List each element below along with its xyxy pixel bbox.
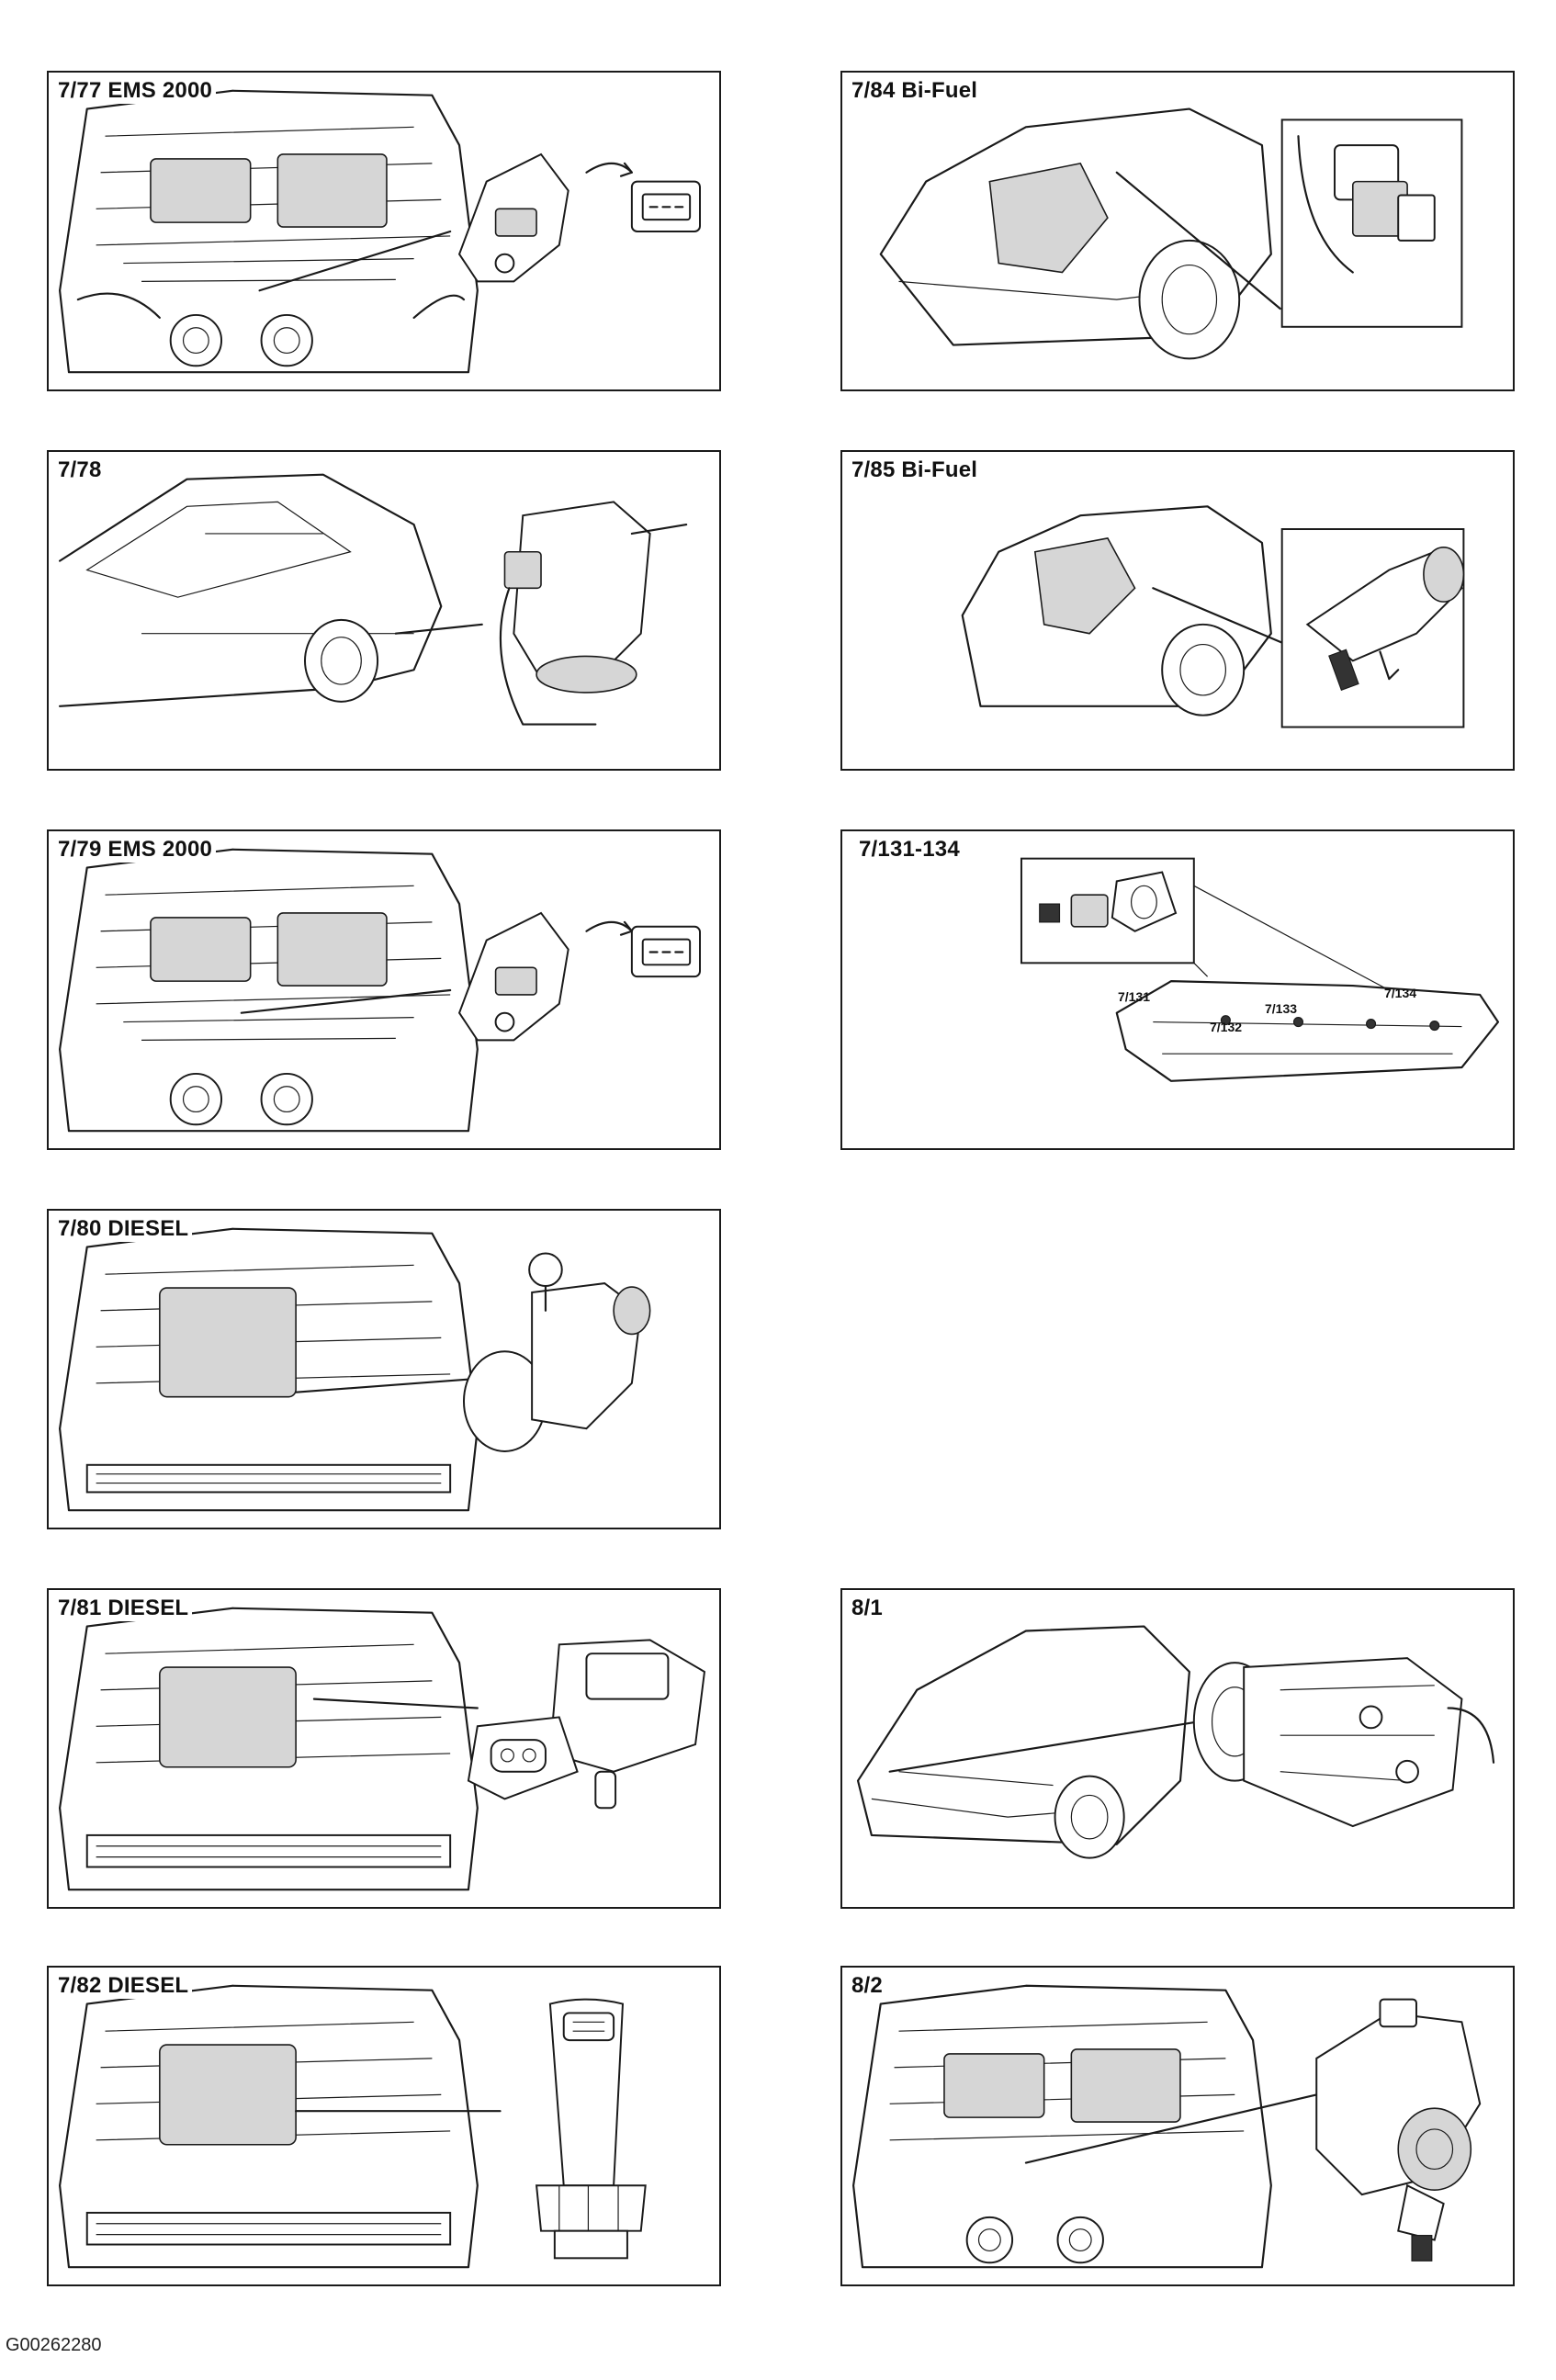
panel-7-81: 7/81 DIESEL <box>47 1588 721 1909</box>
ac-compressor-drawing <box>1192 1657 1495 1828</box>
rear-bumper-sensors-illustration <box>1020 857 1500 1082</box>
panel-label: 7/80 DIESEL <box>58 1216 193 1242</box>
callout-7-132: 7/132 <box>1210 1020 1243 1034</box>
callout-7-131: 7/131 <box>1118 989 1151 1004</box>
engine-bay-drawing <box>852 1984 1272 2269</box>
panel-label: 7/79 EMS 2000 <box>58 837 217 863</box>
panel-8-2: 8/2 <box>840 1966 1515 2286</box>
panel-label: 7/85 Bi-Fuel <box>851 457 982 483</box>
diesel-engine-bay-drawing <box>59 1227 479 1512</box>
document-id: G00262280 <box>6 2335 102 2355</box>
rear-bumper-drawing <box>1115 980 1500 1082</box>
panel-7-84: 7/84 Bi-Fuel <box>840 71 1515 391</box>
engine-bay-map-sensor-illustration <box>59 848 701 1133</box>
sensor-drawing <box>463 1252 651 1452</box>
panel-label: 7/131-134 <box>859 837 964 863</box>
pressure-sensor-drawing <box>467 1639 706 1810</box>
panel-label: 8/2 <box>851 1973 886 1999</box>
engine-bay-ac-valve-illustration <box>852 1984 1482 2269</box>
car-front-drawing <box>879 107 1272 360</box>
sedan-side-drawing <box>59 473 443 707</box>
bifuel-car-module-illustration <box>879 107 1463 360</box>
car-front-drawing <box>961 505 1272 716</box>
panel-label: 7/82 DIESEL <box>58 1973 193 1999</box>
map-sensor-drawing <box>457 911 633 1042</box>
panel-7-77: 7/77 EMS 2000 <box>47 71 721 391</box>
engine-bay-drawing <box>59 89 479 374</box>
parking-sensor-inset <box>1020 857 1195 964</box>
diesel-bay-temp-sender-illustration <box>59 1984 647 2269</box>
sensor-inset <box>1280 528 1465 728</box>
panel-7-131-134: 7/131-134 7/131 7/132 7/133 7/134 <box>840 829 1515 1150</box>
car-front-drawing <box>856 1625 1190 1859</box>
diesel-bay-sensor-illustration <box>59 1227 651 1512</box>
panel-7-82: 7/82 DIESEL <box>47 1966 721 2286</box>
panel-label: 7/77 EMS 2000 <box>58 78 217 104</box>
callout-7-134: 7/134 <box>1384 986 1417 1000</box>
panel-label: 8/1 <box>851 1596 886 1621</box>
sedan-canister-valve-illustration <box>59 473 688 726</box>
panel-8-1: 8/1 <box>840 1588 1515 1909</box>
panel-label: 7/81 DIESEL <box>58 1596 193 1621</box>
panel-label: 7/84 Bi-Fuel <box>851 78 982 104</box>
engine-bay-drawing <box>59 848 479 1133</box>
engine-bay-map-sensor-illustration <box>59 89 701 374</box>
fuel-module-inset <box>1280 118 1463 328</box>
diesel-engine-bay-drawing <box>59 1984 479 2269</box>
connector-face-drawing <box>630 925 701 978</box>
temp-sender-drawing <box>535 1998 647 2260</box>
panel-7-78: 7/78 <box>47 450 721 771</box>
panel-7-85: 7/85 Bi-Fuel <box>840 450 1515 771</box>
ac-valve-drawing <box>1315 1998 1482 2262</box>
panel-7-80: 7/80 DIESEL <box>47 1209 721 1529</box>
diesel-engine-bay-drawing <box>59 1607 479 1891</box>
connector-face-drawing <box>630 180 701 232</box>
car-front-ac-compressor-illustration <box>856 1625 1495 1859</box>
panel-label: 7/78 <box>58 457 106 483</box>
callout-7-133: 7/133 <box>1265 1001 1298 1016</box>
canister-valve-drawing <box>499 501 688 726</box>
map-sensor-drawing <box>457 152 633 283</box>
diesel-bay-pressure-sensor-illustration <box>59 1607 706 1891</box>
panel-7-79: 7/79 EMS 2000 <box>47 829 721 1150</box>
bifuel-car-sensor-illustration <box>961 505 1465 728</box>
